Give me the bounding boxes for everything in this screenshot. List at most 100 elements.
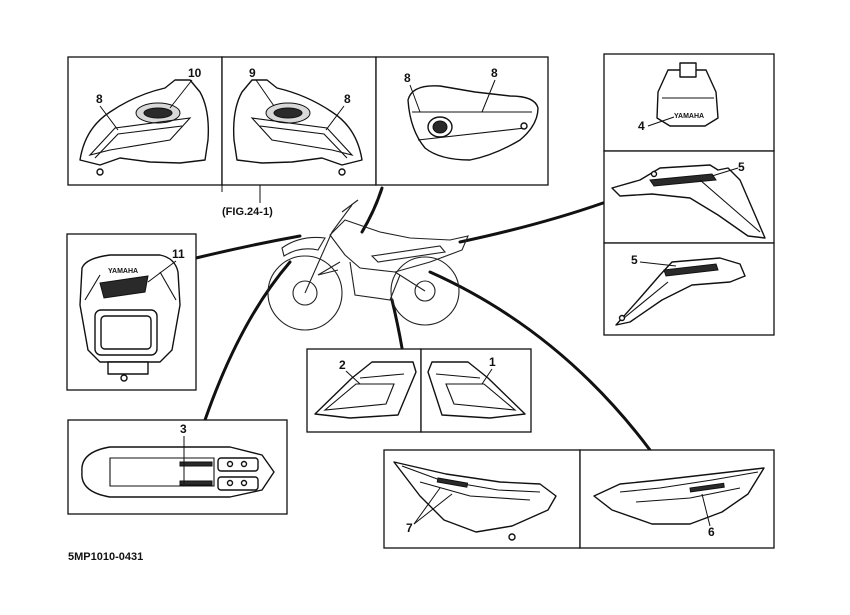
- cowl-side-line-right: [159, 271, 177, 301]
- side-cover-right-edge: [699, 179, 761, 233]
- tank-left-body: [79, 79, 210, 166]
- front-fender-stripe-top: [179, 461, 213, 467]
- front-fender-bracket-bottom: [217, 476, 259, 491]
- side-cover-right-body: [611, 164, 766, 239]
- leader-tank-left-emblem: [169, 79, 193, 109]
- seat-panel-left: [393, 461, 557, 541]
- seat-panel-right: [593, 467, 765, 525]
- tank-left-stripe: [88, 117, 192, 156]
- shroud-right-line: [435, 373, 481, 379]
- seat-right-line-1: [619, 471, 759, 493]
- bike-stripe: [370, 245, 447, 263]
- cowl-headlight-lens: [100, 315, 152, 350]
- tank-right-stripe: [250, 117, 354, 156]
- cowl-logo-text: YAMAHA: [108, 268, 138, 275]
- tank-right-bolt: [338, 168, 346, 176]
- side-cover-right-stripe: [649, 173, 717, 187]
- leader-tank-left-stripe: [99, 105, 119, 131]
- callout-side-cover-right: 5: [738, 160, 745, 174]
- tank-left: [79, 79, 210, 176]
- tank-left-stripe-inner: [94, 125, 183, 159]
- bike-front-fender: [281, 236, 326, 257]
- front-fender-bolt-3: [226, 479, 234, 487]
- tank-top-stripe-right: [417, 127, 526, 141]
- side-cover-right: [611, 164, 766, 239]
- tank-right-stripe-inner: [259, 125, 348, 159]
- callout-seat-panel-left: 7: [406, 521, 413, 535]
- side-cover-left-stripe: [663, 263, 719, 277]
- leader-tank-right-emblem: [255, 79, 275, 107]
- cowl-side-line-left: [84, 274, 101, 301]
- side-cover-left: [615, 257, 746, 326]
- tank-top-body: [407, 85, 539, 161]
- front-fender-bolt-2: [240, 460, 248, 468]
- leader-headlight-cowl: [147, 260, 177, 283]
- front-fender-bolt-1: [226, 460, 234, 468]
- callout-front-fender: 3: [180, 422, 187, 436]
- tank-top-bolt: [520, 122, 528, 130]
- front-fender-stripe-bottom: [179, 480, 213, 486]
- front-fender-bracket-top: [217, 457, 259, 472]
- shroud-left-line: [359, 373, 405, 379]
- seat-left-line-2: [419, 481, 531, 501]
- cowl-graphic: [99, 275, 149, 299]
- tank-left-bolt: [96, 168, 104, 176]
- rear-hub: [414, 280, 436, 302]
- seat-right-body: [593, 467, 765, 525]
- leader-side-cover-left: [639, 261, 677, 267]
- seat-left-bolt: [508, 533, 516, 541]
- shroud-left-body: [314, 361, 417, 419]
- connector-side-covers: [458, 201, 605, 244]
- rear-flap-tab: [679, 62, 697, 78]
- leader-shroud-right: [481, 368, 493, 385]
- callout-tank-left-stripe: 8: [96, 92, 103, 106]
- bike-engine: [349, 261, 401, 301]
- front-wheel: [267, 255, 343, 331]
- connector-tank: [360, 186, 384, 234]
- tank-top: [407, 85, 539, 161]
- callout-headlight-cowl: 11: [172, 247, 185, 261]
- front-fender-bolt-4: [240, 479, 248, 487]
- connector-fender: [203, 260, 292, 422]
- headlight-cowl: [79, 254, 181, 382]
- callout-tank-top-right: 8: [491, 66, 498, 80]
- connector-shrouds: [390, 298, 404, 350]
- bike-shroud: [317, 261, 341, 276]
- cowl-bolt: [120, 374, 128, 382]
- callout-tank-top-left: 8: [404, 71, 411, 85]
- callout-tank-right-stripe: 8: [344, 92, 351, 106]
- side-cover-left-body: [615, 257, 746, 326]
- handlebar: [341, 199, 359, 213]
- side-cover-left-edge: [623, 281, 669, 319]
- leader-side-cover-right: [711, 167, 739, 177]
- tank-right-emblem-center: [273, 107, 303, 119]
- rear-flap-logo: YAMAHA: [674, 113, 704, 120]
- callout-shroud-right: 1: [489, 355, 496, 369]
- figure-reference: (FIG.24-1): [222, 206, 273, 218]
- leader-shroud-left: [345, 370, 361, 385]
- connector-lines: [194, 186, 652, 452]
- swingarm: [394, 271, 426, 292]
- callout-side-cover-left: 5: [631, 253, 638, 267]
- shroud-right-stripe: [445, 383, 517, 411]
- shroud-left: [314, 361, 417, 419]
- shroud-left-stripe: [323, 383, 395, 411]
- callout-seat-panel-right: 6: [708, 525, 715, 539]
- callout-tank-right-emblem: 9: [249, 66, 256, 80]
- seat-left-graphic: [436, 477, 469, 488]
- shroud-right: [427, 361, 526, 419]
- front-fender-inner: [109, 457, 215, 487]
- side-cover-left-bolt: [618, 314, 626, 322]
- tank-top-cap-center: [432, 120, 448, 134]
- diagram-code: 5MP1010-0431: [68, 551, 143, 563]
- leader-seat-left-2: [413, 493, 453, 525]
- leader-seat-right: [701, 493, 711, 527]
- motorcycle-outline: [267, 199, 469, 331]
- seat-right-line-2: [635, 487, 741, 503]
- seat-right-graphic: [689, 482, 725, 493]
- leader-tank-top-left: [409, 84, 421, 113]
- side-cover-right-bolt: [650, 170, 658, 178]
- connector-seat-panels: [428, 270, 652, 452]
- leader-rear-flap: [647, 116, 675, 127]
